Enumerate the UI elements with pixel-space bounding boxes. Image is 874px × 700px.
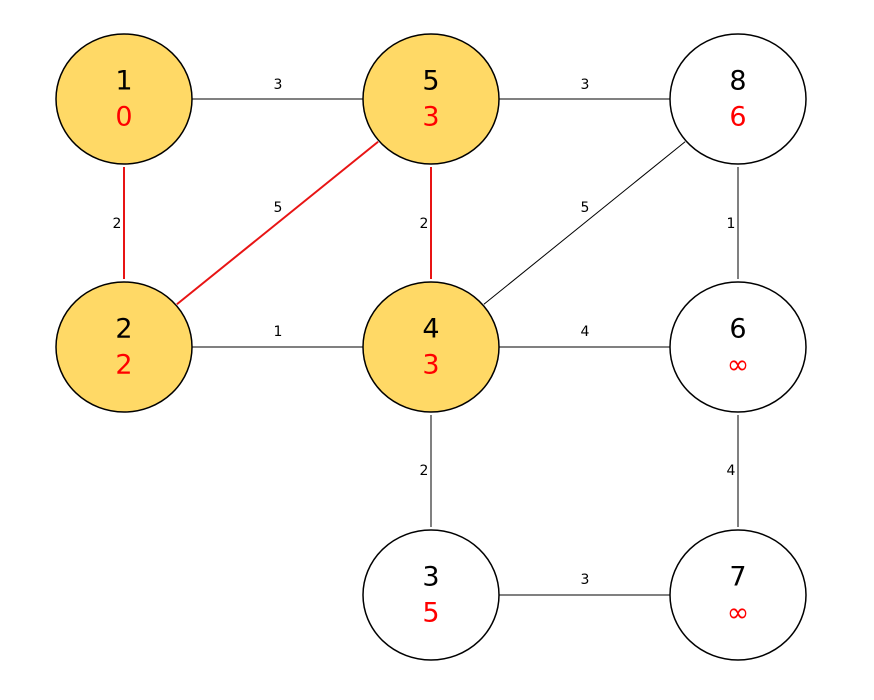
edge-weight-3-7: 3 [581,572,590,588]
node-distance-label: 3 [422,102,439,133]
edge-weight-1-5: 3 [274,77,283,93]
edge-weight-1-2: 2 [113,216,122,232]
node-id-label: 5 [422,66,439,97]
node-circle [669,33,807,165]
node-distance-label: 6 [729,102,746,133]
edge-weight-2-4: 1 [274,324,283,340]
edge-2-5 [176,140,379,306]
node-circle [362,281,500,413]
node-distance-label: ∞ [727,350,750,381]
edge-weight-8-6: 1 [727,216,736,232]
edge-weight-5-4: 2 [420,216,429,232]
node-id-label: 4 [422,314,439,345]
node-distance-label: 5 [422,598,439,629]
node-id-label: 6 [729,314,746,345]
node-circle [55,281,193,413]
edges-layer [123,98,739,596]
node-circle [362,529,500,661]
node-id-label: 3 [422,562,439,593]
node-7: 7∞ [669,529,807,661]
node-5: 53 [362,33,500,165]
node-circle [669,529,807,661]
edge-4-8 [483,141,686,305]
edge-weight-4-3: 2 [420,463,429,479]
edge-weight-6-7: 4 [727,463,736,479]
node-id-label: 1 [115,66,132,97]
edge-weight-4-8: 5 [581,200,590,216]
node-distance-label: 3 [422,350,439,381]
node-circle [55,33,193,165]
node-4: 43 [362,281,500,413]
edge-weight-2-5: 5 [274,200,283,216]
node-8: 86 [669,33,807,165]
edge-weight-4-6: 4 [581,324,590,340]
node-1: 10 [55,33,193,165]
edge-weight-5-8: 3 [581,77,590,93]
node-circle [362,33,500,165]
node-2: 22 [55,281,193,413]
node-circle [669,281,807,413]
node-id-label: 7 [729,562,746,593]
node-id-label: 8 [729,66,746,97]
node-3: 35 [362,529,500,661]
node-6: 6∞ [669,281,807,413]
node-distance-label: 0 [115,102,132,133]
node-distance-label: ∞ [727,598,750,629]
node-id-label: 2 [115,314,132,345]
node-distance-label: 2 [115,350,132,381]
